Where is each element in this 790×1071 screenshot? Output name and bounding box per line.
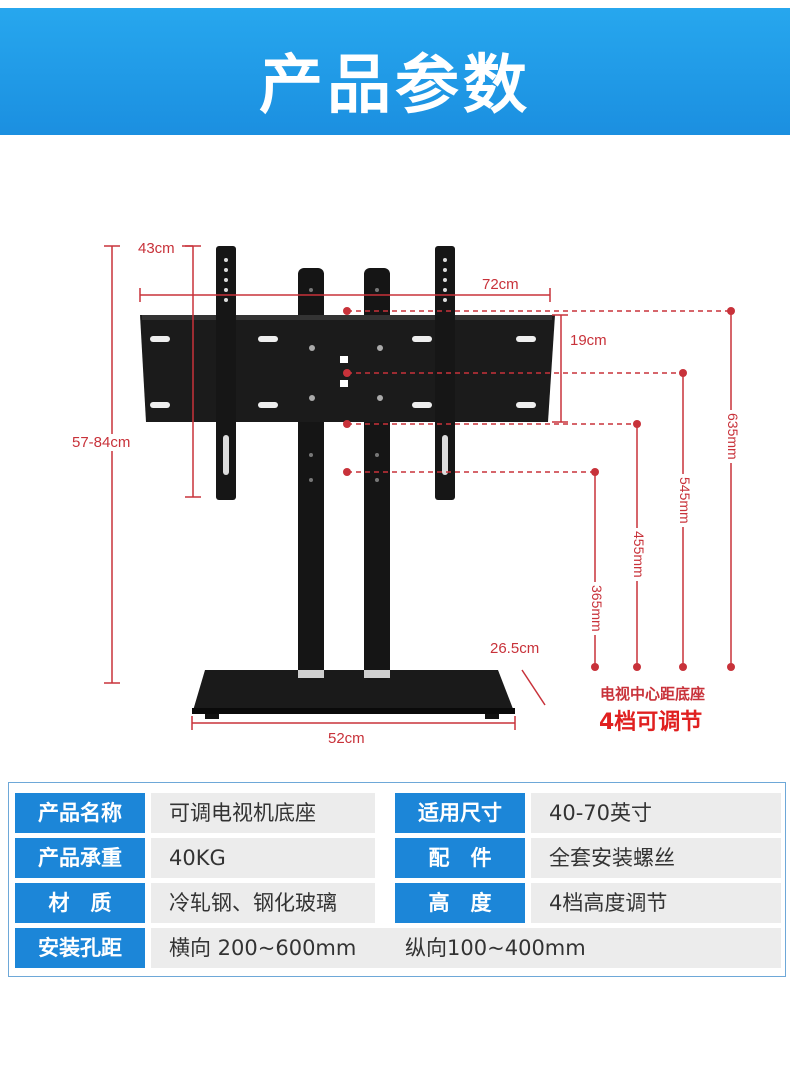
spec-value-horizontal: 横向 200~600mm bbox=[169, 936, 357, 960]
spec-value: 冷轧钢、钢化玻璃 bbox=[151, 883, 375, 923]
page-title: 产品参数 bbox=[259, 49, 531, 123]
adjustable-note: 4档可调节 bbox=[599, 710, 703, 735]
dim-base-depth: 26.5cm bbox=[490, 640, 540, 657]
dim-total-height: 57-84cm bbox=[70, 434, 133, 451]
spec-label: 配 件 bbox=[395, 838, 525, 878]
spec-row: 产品承重 40KG 配 件 全套安装螺丝 bbox=[15, 838, 781, 878]
spec-value: 40KG bbox=[151, 838, 375, 878]
dim-height-635: 635mm bbox=[725, 410, 741, 463]
spec-value-wide: 横向 200~600mm 纵向100~400mm bbox=[151, 928, 781, 968]
glass-base bbox=[192, 670, 515, 719]
spec-value: 可调电视机底座 bbox=[151, 793, 375, 833]
dim-plate-height: 19cm bbox=[570, 332, 607, 349]
dimension-lines bbox=[104, 245, 568, 730]
dim-base-width: 52cm bbox=[328, 730, 365, 747]
dim-plate-width: 72cm bbox=[480, 276, 521, 293]
spec-label: 产品承重 bbox=[15, 838, 145, 878]
spec-row: 安装孔距 横向 200~600mm 纵向100~400mm bbox=[15, 928, 781, 968]
header-banner: 产品参数 bbox=[0, 8, 790, 135]
center-distance-note: 电视中心距底座 bbox=[600, 685, 706, 703]
spec-row: 材 质 冷轧钢、钢化玻璃 高 度 4档高度调节 bbox=[15, 883, 781, 923]
spec-table: 产品名称 可调电视机底座 适用尺寸 40-70英寸 产品承重 40KG 配 件 … bbox=[8, 782, 786, 977]
vertical-brackets bbox=[216, 246, 455, 500]
mounting-plate bbox=[140, 315, 555, 422]
spec-label: 适用尺寸 bbox=[395, 793, 525, 833]
spec-label: 产品名称 bbox=[15, 793, 145, 833]
spec-value: 全套安装螺丝 bbox=[531, 838, 781, 878]
spec-label: 安装孔距 bbox=[15, 928, 145, 968]
dim-height-365: 365mm bbox=[589, 582, 605, 635]
dim-height-545: 545mm bbox=[677, 474, 693, 527]
spec-value: 40-70英寸 bbox=[531, 793, 781, 833]
dim-height-455: 455mm bbox=[631, 528, 647, 581]
spec-value-vertical: 纵向100~400mm bbox=[405, 936, 586, 960]
spec-label: 材 质 bbox=[15, 883, 145, 923]
product-diagram bbox=[104, 245, 735, 730]
spec-value: 4档高度调节 bbox=[531, 883, 781, 923]
dim-panel-width: 43cm bbox=[136, 240, 177, 257]
spec-label: 高 度 bbox=[395, 883, 525, 923]
spec-row: 产品名称 可调电视机底座 适用尺寸 40-70英寸 bbox=[15, 793, 781, 833]
